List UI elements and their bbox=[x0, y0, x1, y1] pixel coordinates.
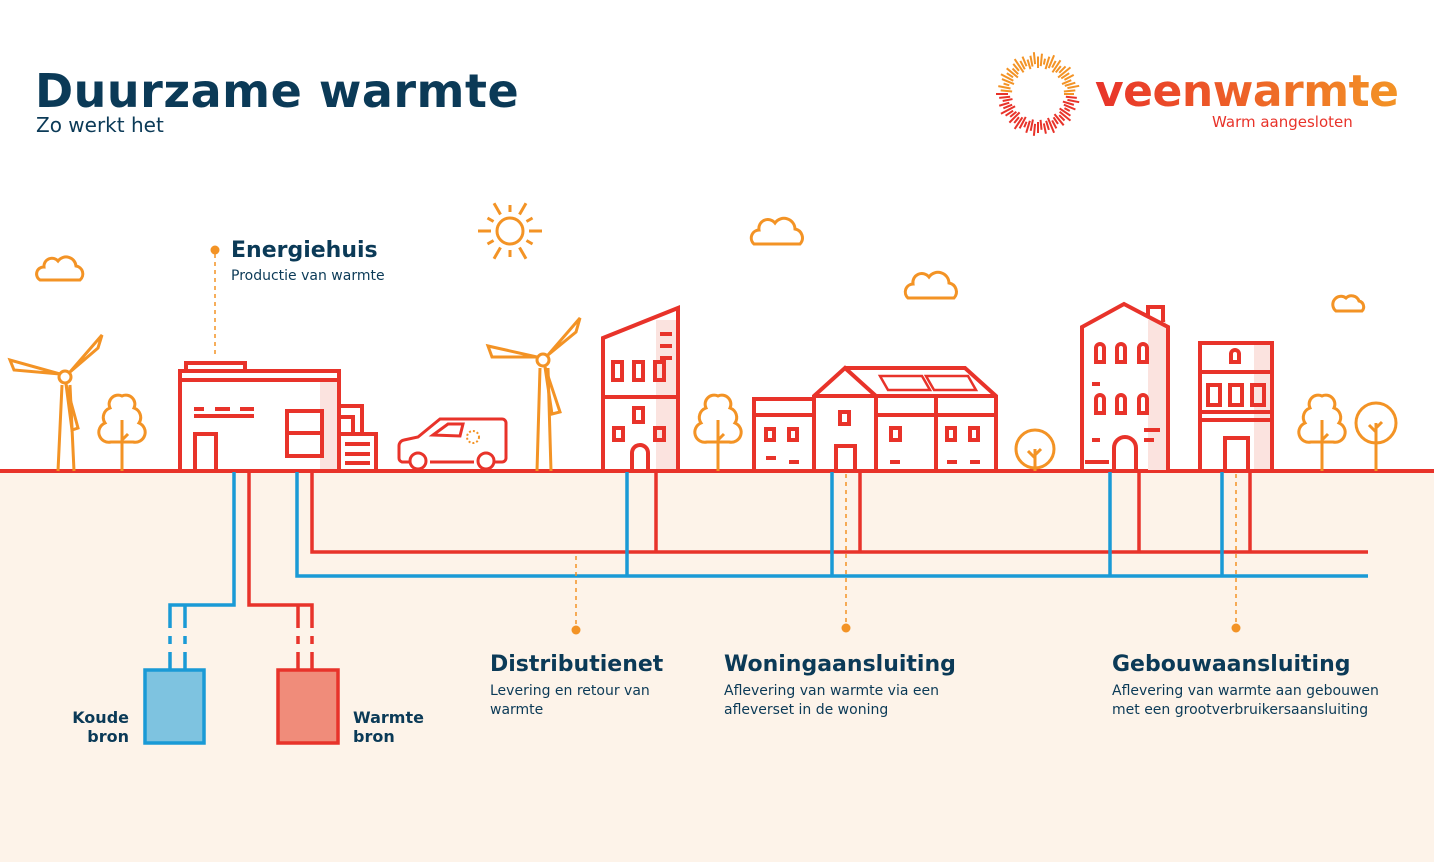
page-title: Duurzame warmte bbox=[35, 64, 520, 118]
callout-text: Aflevering van warmte via een bbox=[724, 683, 939, 699]
logo-tagline: Warm aangesloten bbox=[1212, 113, 1353, 131]
tree-icon bbox=[1354, 401, 1398, 471]
callout-title: Gebouwaansluiting bbox=[1112, 652, 1351, 677]
cloud-icon bbox=[1331, 294, 1366, 313]
warm-source-tank bbox=[276, 668, 340, 745]
callout-title: Energiehuis bbox=[231, 238, 378, 263]
office-building bbox=[1198, 341, 1274, 473]
cloud-icon bbox=[749, 216, 804, 246]
warm-source-label-line: Warmte bbox=[353, 708, 424, 727]
cold-source-tank bbox=[143, 668, 206, 745]
sun-icon bbox=[478, 202, 542, 260]
callout-text: warmte bbox=[490, 702, 544, 718]
tree-icon bbox=[693, 393, 743, 471]
callout-text: Aflevering van warmte aan gebouwen bbox=[1112, 683, 1379, 699]
energiehuis-building bbox=[178, 361, 378, 473]
callout-woningaansluiting: Woningaansluiting Aflevering van warmte … bbox=[724, 652, 956, 720]
callout-text: afleverset in de woning bbox=[724, 702, 889, 718]
warm-source-label-line: bron bbox=[353, 727, 395, 746]
wind-turbine-icon bbox=[485, 317, 582, 472]
townhouse-building bbox=[601, 305, 680, 473]
cold-source-pipe bbox=[168, 472, 236, 670]
callout-text: met een grootverbruikersaansluiting bbox=[1112, 702, 1369, 718]
leader-dot bbox=[1231, 623, 1241, 633]
return-pipe bbox=[295, 472, 1368, 578]
cold-source-label-line: Koude bbox=[72, 708, 129, 727]
tree-icon bbox=[1014, 428, 1056, 471]
warm-source-label: Warmte bron bbox=[353, 708, 424, 746]
leader-dot bbox=[210, 245, 220, 255]
callout-title: Woningaansluiting bbox=[724, 652, 956, 677]
apartment-building bbox=[1080, 301, 1170, 471]
page-subtitle: Zo werkt het bbox=[36, 113, 164, 137]
tree-icon bbox=[1297, 393, 1347, 471]
callout-distributienet: Distributienet Levering en retour van wa… bbox=[490, 652, 663, 720]
cold-source-label: Koude bron bbox=[72, 708, 129, 746]
callout-energiehuis: Energiehuis Productie van warmte bbox=[231, 238, 385, 286]
van-icon bbox=[397, 417, 508, 471]
tree-icon bbox=[97, 393, 147, 471]
distribution-pipes bbox=[167, 472, 1368, 670]
logo-wordmark: veenwarmte bbox=[1095, 66, 1399, 117]
leader-dot bbox=[841, 623, 851, 633]
callout-text: Productie van warmte bbox=[231, 268, 385, 284]
row-houses-building bbox=[752, 365, 998, 471]
cloud-icon bbox=[903, 270, 958, 300]
warm-source-pipe bbox=[247, 472, 314, 670]
supply-pipe bbox=[310, 472, 1368, 554]
wind-turbine-icon bbox=[7, 334, 104, 472]
callout-text: Levering en retour van bbox=[490, 683, 650, 699]
cold-source-label-line: bron bbox=[87, 727, 129, 746]
leader-dot bbox=[571, 625, 581, 635]
logo-sun-icon bbox=[996, 52, 1080, 136]
callout-gebouwaansluiting: Gebouwaansluiting Aflevering van warmte … bbox=[1112, 652, 1379, 720]
cloud-icon bbox=[35, 255, 85, 282]
callout-title: Distributienet bbox=[490, 652, 664, 677]
underground-area bbox=[0, 472, 1434, 862]
